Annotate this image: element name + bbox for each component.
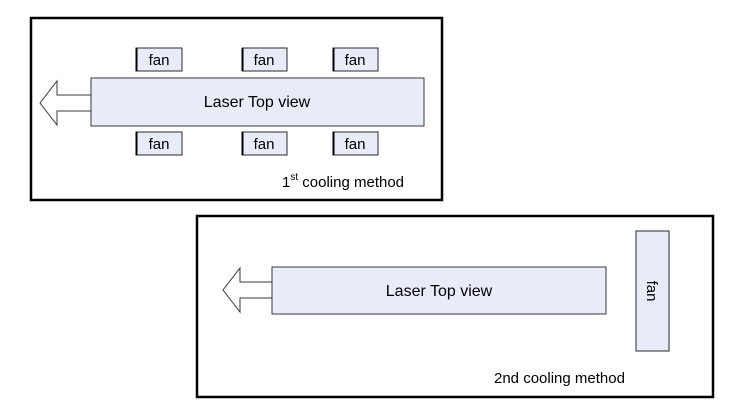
fan-box: fan: [241, 47, 288, 72]
laser-label: Laser Top view: [204, 94, 311, 111]
fan-label: fan: [643, 281, 660, 302]
caption-first-method: 1st cooling method: [282, 172, 404, 191]
fan-box-vertical: fan: [635, 230, 670, 352]
fan-box: fan: [332, 47, 379, 72]
caption-second-method: 2nd cooling method: [494, 370, 625, 387]
fan-box: fan: [332, 131, 379, 156]
fan-label: fan: [345, 52, 366, 69]
fan-box: fan: [135, 47, 183, 72]
airflow-arrow-icon: [39, 79, 92, 127]
fan-box: fan: [135, 131, 183, 156]
fan-label: fan: [254, 52, 275, 69]
fan-label: fan: [345, 136, 366, 153]
panel-first-cooling-method: Laser Top view fan fan fan fan fan: [29, 16, 444, 202]
laser-bar: [271, 266, 607, 315]
laser-label: Laser Top view: [386, 283, 493, 300]
laser-bar: [90, 77, 425, 127]
fan-box: fan: [241, 131, 288, 156]
airflow-arrow-icon: [222, 266, 273, 314]
panel-second-cooling-method: Laser Top view fan 2nd cooling method: [195, 214, 715, 399]
fan-label: fan: [149, 52, 170, 69]
fan-label: fan: [254, 136, 275, 153]
fan-label: fan: [149, 136, 170, 153]
